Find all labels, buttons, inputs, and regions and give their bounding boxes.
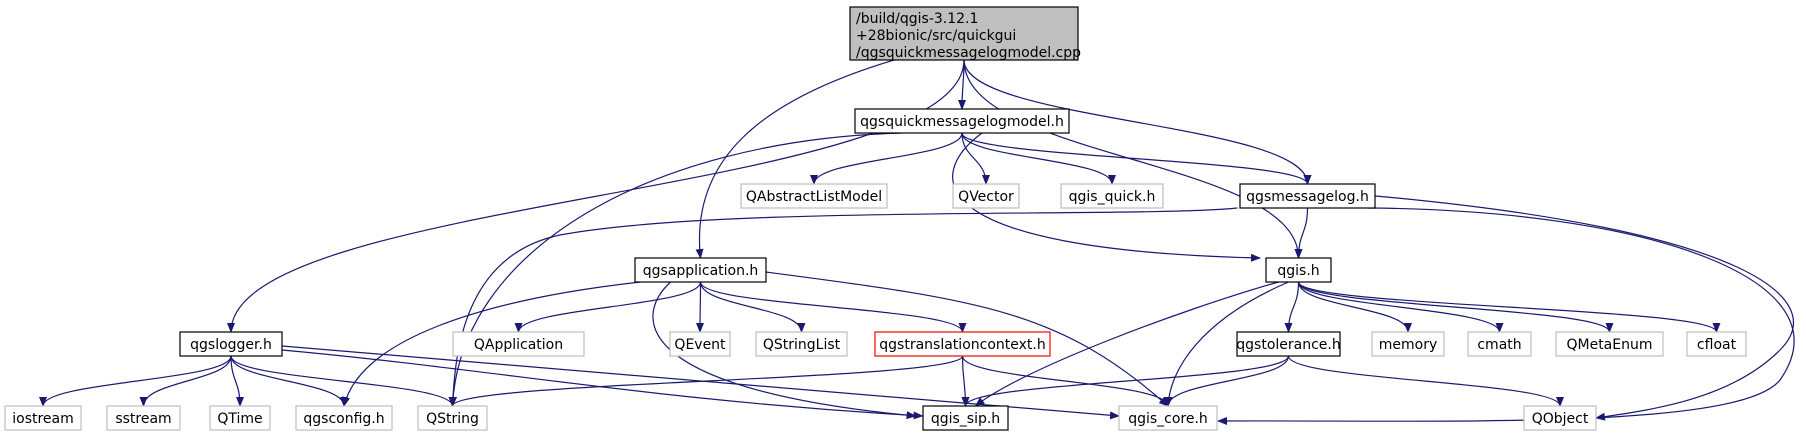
edge-qgis_h-to-cmath xyxy=(1297,281,1504,333)
edge-qgsmessagelog_h-to-qgis_core_h xyxy=(1217,207,1795,425)
edge-qgis_h-to-qgstolerance_h xyxy=(1284,281,1300,333)
node-label: iostream xyxy=(12,411,74,427)
edge-qgsquickmessagelogmodel_h-to-qgsmessagelog_h xyxy=(961,132,1312,185)
edge-root-to-qgsmessagelog_h xyxy=(963,59,1312,185)
node-label: QVector xyxy=(958,189,1014,205)
edge-qgsquickmessagelogmodel_h-to-QAbstractListModel xyxy=(810,132,963,185)
node-memory[interactable]: memory xyxy=(1371,331,1445,357)
node-label: QObject xyxy=(1532,411,1589,427)
node-iostream[interactable]: iostream xyxy=(4,405,82,431)
node-label-line: /qgsquickmessagelogmodel.cpp xyxy=(856,45,1081,61)
node-qgis-core-h[interactable]: qgis_core.h xyxy=(1118,405,1218,431)
edge-qgsapplication_h-to-QApplication xyxy=(514,281,702,333)
node-label: memory xyxy=(1379,337,1438,353)
edge-root-to-qgsapplication_h xyxy=(695,59,895,259)
edge-qgslogger_h-to-sstream xyxy=(139,355,232,407)
node-label: qgstolerance.h xyxy=(1236,337,1340,353)
edge-qgstolerance_h-to-qgis_sip_h xyxy=(961,355,1290,407)
node-label: qgsmessagelog.h xyxy=(1246,189,1369,205)
node-qgis-sip-h[interactable]: qgis_sip.h xyxy=(922,405,1009,431)
edge-qgsapplication_h-to-qgstranslationcontext_h xyxy=(699,281,967,333)
node-qgsmessagelog-h[interactable]: qgsmessagelog.h xyxy=(1239,183,1376,209)
node-label: QMetaEnum xyxy=(1566,337,1652,353)
node-QVector[interactable]: QVector xyxy=(952,183,1020,209)
node-cfloat[interactable]: cfloat xyxy=(1686,331,1747,357)
node-label: qgis.h xyxy=(1277,263,1319,279)
node-qgsconfig-h[interactable]: qgsconfig.h xyxy=(295,405,393,431)
node-label: qgis_quick.h xyxy=(1069,189,1156,205)
edge-qgsquickmessagelogmodel_h-to-qgis_quick_h xyxy=(961,132,1116,185)
edge-qgslogger_h-to-qgis_sip_h xyxy=(281,349,924,420)
node-label: QEvent xyxy=(674,337,726,353)
node-root-source-file[interactable]: /build/qgis-3.12.1+28bionic/src/quickgui… xyxy=(849,6,1081,61)
edge-qgsapplication_h-to-qgsconfig_h xyxy=(342,281,641,407)
node-label: qgsapplication.h xyxy=(643,263,759,279)
edge-qgsmessagelog_h-to-QObject xyxy=(1375,195,1795,421)
edges-layer xyxy=(39,59,1795,425)
edge-qgsmessagelog_h-to-QString xyxy=(448,207,1238,407)
node-label-line: /build/qgis-3.12.1 xyxy=(856,11,978,27)
node-qgsapplication-h[interactable]: qgsapplication.h xyxy=(634,257,767,283)
node-QEvent[interactable]: QEvent xyxy=(669,331,731,357)
edge-qgslogger_h-to-QTime xyxy=(230,355,244,407)
node-QAbstractListModel[interactable]: QAbstractListModel xyxy=(740,183,888,209)
node-label: qgstranslationcontext.h xyxy=(879,337,1045,353)
node-label: qgis_sip.h xyxy=(931,411,1000,427)
edge-qgsmessagelog_h-to-qgis_h xyxy=(1294,207,1309,259)
edge-qgis_h-to-QMetaEnum xyxy=(1297,281,1614,333)
node-QObject[interactable]: QObject xyxy=(1523,405,1597,431)
node-qgis-quick-h[interactable]: qgis_quick.h xyxy=(1060,183,1164,209)
edge-qgstranslationcontext_h-to-qgis_sip_h xyxy=(961,355,970,407)
node-QTime[interactable]: QTime xyxy=(209,405,271,431)
edge-qgis_h-to-qgis_sip_h xyxy=(974,281,1279,407)
edge-qgsquickmessagelogmodel_h-to-QVector xyxy=(961,132,990,185)
edge-qgstolerance_h-to-QObject xyxy=(1287,355,1564,407)
node-label: QString xyxy=(426,411,479,427)
edge-qgslogger_h-to-QString xyxy=(230,355,457,407)
node-qgslogger-h[interactable]: qgslogger.h xyxy=(179,331,283,357)
node-sstream[interactable]: sstream xyxy=(106,405,181,431)
node-label: qgis_core.h xyxy=(1128,411,1208,427)
node-qgsquickmessagelogmodel-h[interactable]: qgsquickmessagelogmodel.h xyxy=(854,108,1070,134)
node-qgstranslationcontext-h[interactable]: qgstranslationcontext.h xyxy=(874,331,1051,357)
edge-qgsapplication_h-to-qgis_core_h xyxy=(765,271,1169,407)
node-qgstolerance-h[interactable]: qgstolerance.h xyxy=(1236,331,1341,357)
edge-qgis_h-to-memory xyxy=(1297,281,1412,333)
edge-qgslogger_h-to-qgsconfig_h xyxy=(230,355,348,407)
node-label: qgslogger.h xyxy=(190,337,272,353)
edge-qgis_h-to-cfloat xyxy=(1297,281,1721,333)
edge-qgstranslationcontext_h-to-QString xyxy=(448,355,964,407)
edge-qgstranslationcontext_h-to-qgis_core_h xyxy=(961,355,1172,407)
node-label: qgsconfig.h xyxy=(303,411,384,427)
node-label: QApplication xyxy=(474,337,563,353)
node-QApplication[interactable]: QApplication xyxy=(452,331,585,357)
edge-qgsapplication_h-to-QStringList xyxy=(699,281,806,333)
edge-qgsapplication_h-to-QEvent xyxy=(696,281,705,333)
node-label: QStringList xyxy=(763,337,841,353)
node-label: qgsquickmessagelogmodel.h xyxy=(860,114,1064,130)
node-label: QTime xyxy=(217,411,262,427)
node-label: cfloat xyxy=(1697,337,1737,353)
edge-qgis_h-to-qgis_core_h xyxy=(1164,281,1289,407)
nodes-layer: /build/qgis-3.12.1+28bionic/src/quickgui… xyxy=(4,6,1747,431)
edge-qgstolerance_h-to-qgis_core_h xyxy=(1164,355,1290,407)
node-cmath[interactable]: cmath xyxy=(1467,331,1532,357)
node-label-line: +28bionic/src/quickgui xyxy=(856,28,1016,44)
node-QMetaEnum[interactable]: QMetaEnum xyxy=(1555,331,1664,357)
edge-root-to-qgis_h xyxy=(963,59,1303,259)
node-label: QAbstractListModel xyxy=(746,189,882,205)
node-QStringList[interactable]: QStringList xyxy=(755,331,848,357)
node-qgis-h[interactable]: qgis.h xyxy=(1265,257,1332,283)
node-QString[interactable]: QString xyxy=(417,405,488,431)
edge-qgslogger_h-to-iostream xyxy=(39,355,232,407)
node-label: sstream xyxy=(115,411,171,427)
node-label: cmath xyxy=(1477,337,1521,353)
